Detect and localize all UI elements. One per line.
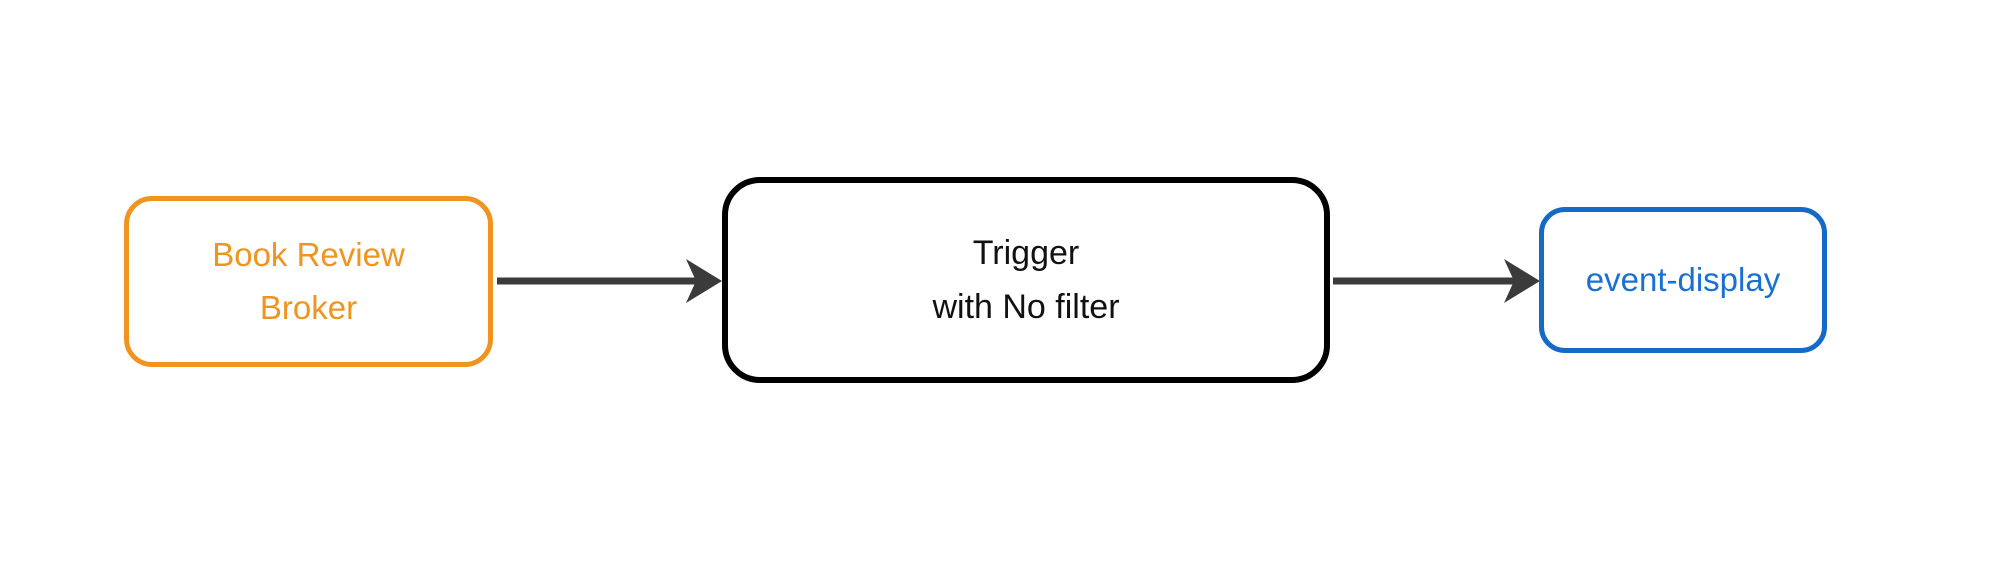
arrow-head [686,259,722,303]
arrow-trigger-to-event-display [1333,259,1540,303]
node-label-line: Broker [259,288,358,326]
node-book-review-broker: Book Review Broker [124,196,493,367]
node-label-line: Book Review [212,235,405,273]
arrow-broker-to-trigger [497,259,722,303]
node-label-line: with No filter [932,288,1120,326]
node-label-line: event-display [1585,260,1781,298]
node-trigger: Trigger with No filter [722,177,1330,383]
node-label-line: Trigger [972,233,1080,272]
node-event-display: event-display [1539,207,1827,353]
arrow-head [1504,259,1540,303]
